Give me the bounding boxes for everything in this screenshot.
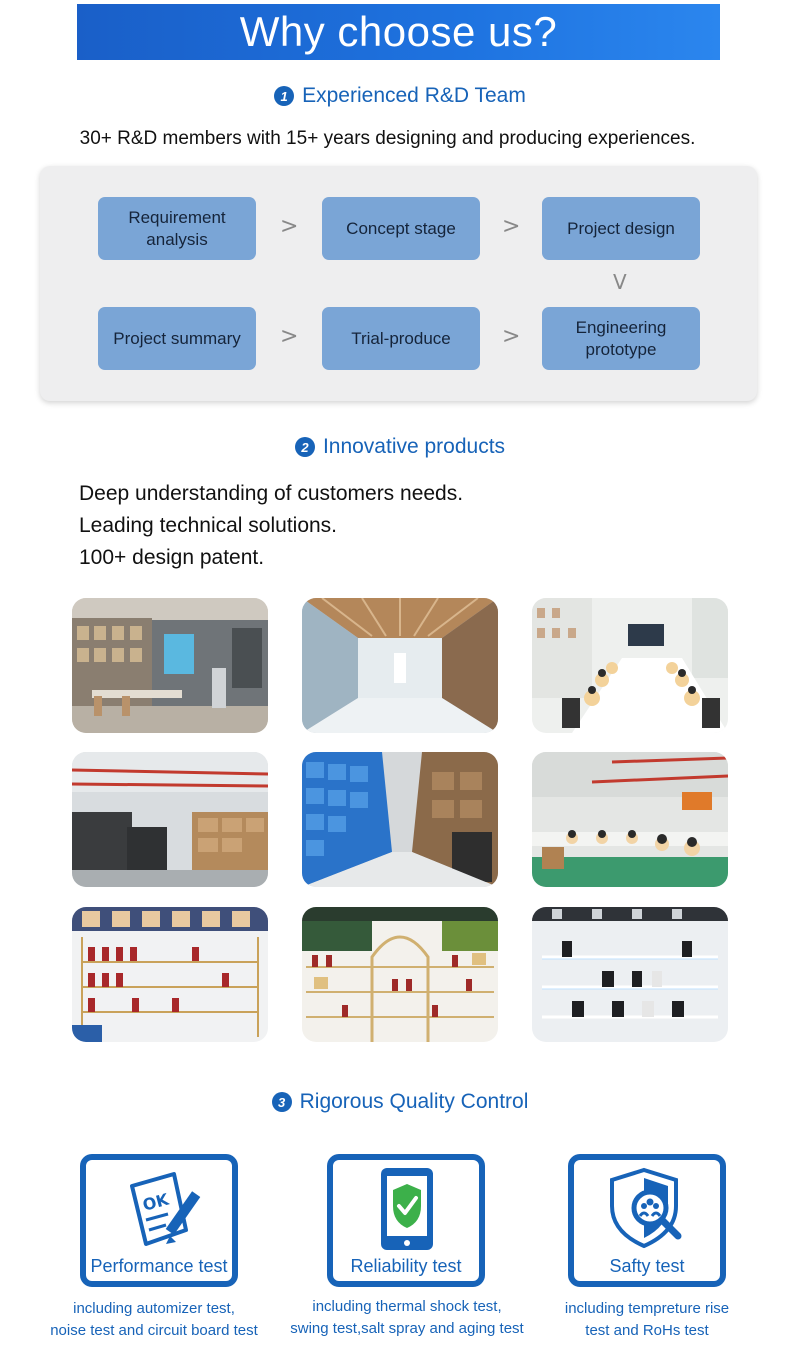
claim-line: Deep understanding of customers needs. <box>79 482 464 505</box>
phone-check-icon <box>381 1168 433 1250</box>
page-title: Why choose us? <box>239 8 558 55</box>
step-requirement-analysis: Requirement analysis <box>98 197 256 260</box>
qc-description-line: including tempreture rise <box>564 1300 730 1317</box>
qc-description-line: noise test and circuit board test <box>50 1322 258 1339</box>
header-banner: Why choose us? <box>77 4 720 60</box>
step-concept-stage: Concept stage <box>322 197 480 260</box>
section-number-badge: 3 <box>271 1092 292 1112</box>
section-heading-text: Rigorous Quality Control <box>299 1090 529 1113</box>
qc-description-reliability: including thermal shock test, swing test… <box>280 1296 534 1340</box>
arrow-right-icon: > <box>502 324 521 349</box>
qc-description-performance: including automizer test, noise test and… <box>30 1298 278 1342</box>
section-heading-innovative: 2 Innovative products <box>0 435 800 459</box>
innovation-claims: Deep understanding of customers needs. L… <box>79 478 463 574</box>
shield-magnifier-icon <box>610 1167 682 1249</box>
arrow-right-icon: > <box>280 214 299 239</box>
rd-intro-text: 30+ R&D members with 15+ years designing… <box>79 128 696 149</box>
qc-description-line: including automizer test, <box>73 1300 235 1317</box>
photo-display-shelf-1 <box>72 907 268 1042</box>
photo-display-shelf-3 <box>532 907 728 1042</box>
qc-description-line: including thermal shock test, <box>312 1298 502 1315</box>
step-project-design: Project design <box>542 197 700 260</box>
qc-card-reliability: Reliability test <box>327 1154 485 1287</box>
qc-label: Performance test <box>90 1256 228 1276</box>
qc-description-line: swing test,salt spray and aging test <box>290 1320 524 1337</box>
qc-description-safety: including tempreture rise test and RoHs … <box>530 1298 764 1342</box>
photo-display-shelf-2 <box>302 907 498 1042</box>
qc-card-performance: OK Performance test <box>80 1154 238 1287</box>
step-project-summary: Project summary <box>98 307 256 370</box>
photo-corridor <box>302 598 498 733</box>
claim-line: Leading technical solutions. <box>79 514 338 537</box>
photo-production-line <box>532 752 728 887</box>
section-heading-text: Innovative products <box>322 435 506 458</box>
qc-label: Safty test <box>609 1256 685 1276</box>
step-engineering-prototype: Engineering prototype <box>542 307 700 370</box>
photo-warehouse-1 <box>72 752 268 887</box>
step-trial-produce: Trial-produce <box>322 307 480 370</box>
claim-line: 100+ design patent. <box>79 546 265 569</box>
qc-description-line: test and RoHs test <box>585 1322 709 1339</box>
qc-card-safety: Safty test <box>568 1154 726 1287</box>
section-heading-rd-team: 1 Experienced R&D Team <box>0 84 800 108</box>
photo-meeting-room <box>532 598 728 733</box>
qc-label: Reliability test <box>350 1256 462 1276</box>
section-number-badge: 2 <box>294 437 315 457</box>
photo-showroom <box>72 598 268 733</box>
arrow-down-icon: V <box>613 270 627 294</box>
process-flow-card: Requirement analysis > Concept stage > P… <box>40 166 757 401</box>
checklist-pen-icon: OK <box>130 1172 201 1246</box>
section-heading-text: Experienced R&D Team <box>302 84 526 107</box>
section-number-badge: 1 <box>274 86 295 106</box>
section-heading-quality: 3 Rigorous Quality Control <box>0 1090 800 1114</box>
photo-warehouse-2 <box>302 752 498 887</box>
arrow-right-icon: > <box>280 324 299 349</box>
arrow-right-icon: > <box>502 214 521 239</box>
